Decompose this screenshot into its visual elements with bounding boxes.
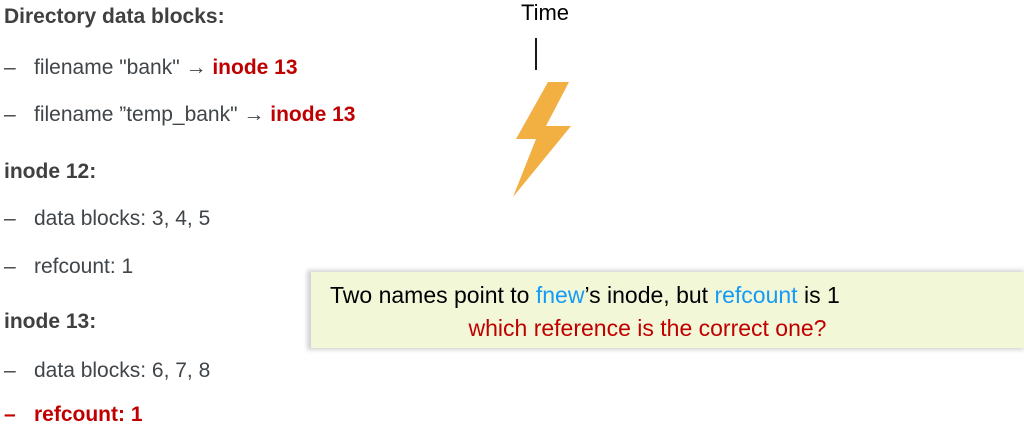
lightning-bolt-icon <box>505 82 575 197</box>
arrow-icon: → <box>243 103 265 126</box>
inode-12-data-blocks: data blocks: 3, 4, 5 <box>34 207 211 230</box>
list-item: –data blocks: 6, 7, 8 <box>4 360 210 381</box>
bullet-dash-icon: – <box>4 207 16 230</box>
bullet-dash-icon: – <box>4 103 16 126</box>
list-item: –refcount: 1 <box>4 256 133 277</box>
list-item: –refcount: 1 <box>4 404 143 425</box>
bullet-dash-icon: – <box>4 359 16 382</box>
callout-fnew-token: fnew <box>535 282 585 308</box>
callout-text-c: ’s inode, but <box>584 282 715 308</box>
time-label: Time <box>520 0 570 25</box>
arrow-icon: → <box>185 56 207 79</box>
time-marker-group: Time <box>470 0 620 210</box>
inode-12-heading: inode 12: <box>4 160 97 183</box>
dirent-name: filename ”temp_bank" <box>34 103 244 126</box>
list-item: –filename "bank" → inode 13 <box>4 57 298 78</box>
callout-box: Two names point to fnew’s inode, but ref… <box>311 272 1024 348</box>
directory-data-blocks-heading: Directory data blocks: <box>4 5 225 28</box>
callout-text-e: is 1 <box>797 282 840 308</box>
callout-text-a: Two names point to <box>330 282 536 308</box>
inode-13-heading: inode 13: <box>4 310 97 333</box>
dirent-name: filename "bank" <box>34 56 186 79</box>
bullet-dash-icon: – <box>4 255 16 278</box>
callout-line-2: which reference is the correct one? <box>468 314 827 341</box>
inode-13-refcount: refcount: 1 <box>34 403 143 426</box>
dirent-target: inode 13 <box>212 56 298 79</box>
callout-line-1: Two names point to fnew’s inode, but ref… <box>321 279 1014 312</box>
bullet-dash-icon: – <box>4 403 16 426</box>
dirent-target: inode 13 <box>270 103 356 126</box>
list-item: –filename ”temp_bank" → inode 13 <box>4 104 355 125</box>
callout-refcount-token: refcount <box>714 282 798 308</box>
time-tick-line <box>535 38 537 70</box>
list-item: –data blocks: 3, 4, 5 <box>4 208 210 229</box>
inode-12-refcount: refcount: 1 <box>34 255 134 278</box>
inode-13-data-blocks: data blocks: 6, 7, 8 <box>34 359 211 382</box>
bullet-dash-icon: – <box>4 56 16 79</box>
